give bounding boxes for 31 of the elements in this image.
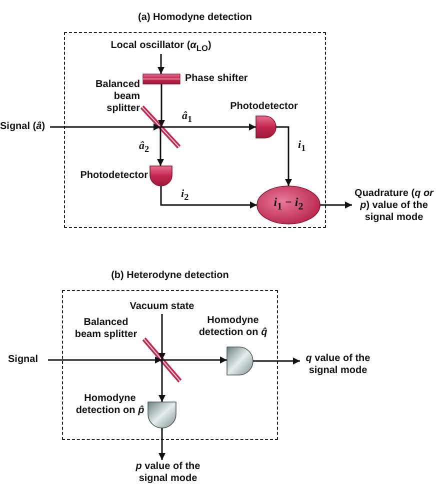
arrow xyxy=(50,124,160,130)
arrow xyxy=(158,54,164,74)
component-label: Photodetector xyxy=(80,170,148,182)
label-text: Vacuum state xyxy=(130,301,194,313)
section-heading: (a) Homodyne detection xyxy=(138,12,252,24)
component-label: Homodyne detection on q̂ xyxy=(198,315,268,339)
label-text: Signal xyxy=(8,354,38,366)
arrow xyxy=(158,428,166,460)
component-label: Photodetector xyxy=(230,101,298,113)
arrow xyxy=(158,360,166,402)
arrow xyxy=(253,358,300,364)
arrow xyxy=(276,126,292,186)
label-text: p value of the signal mode xyxy=(134,461,202,485)
arrow xyxy=(162,356,227,364)
component-label: Homodyne detection on p̂ xyxy=(74,393,146,417)
label-text: Signal (â) xyxy=(0,121,46,133)
component-label: Phase shifter xyxy=(185,73,248,85)
arrow xyxy=(160,186,257,208)
label-text: Quadrature (q or p) value of the signal mode xyxy=(354,188,435,224)
arrow xyxy=(158,84,165,127)
arrow xyxy=(160,124,256,130)
arrow xyxy=(320,202,352,208)
formula-text: i$_{1}$ − i$_{2}$ xyxy=(274,196,304,214)
label-text: q value of the signal mode xyxy=(304,353,372,377)
arrow xyxy=(157,127,164,166)
component-label: Balanced beam splitter xyxy=(94,79,140,115)
section-heading: (b) Heterodyne detection xyxy=(111,270,229,282)
label-text: Local oscillator (α$_{LO}$) xyxy=(110,40,212,54)
arrow xyxy=(48,356,162,364)
arrow xyxy=(158,314,166,360)
component-label: Balanced beam splitter xyxy=(74,317,138,341)
